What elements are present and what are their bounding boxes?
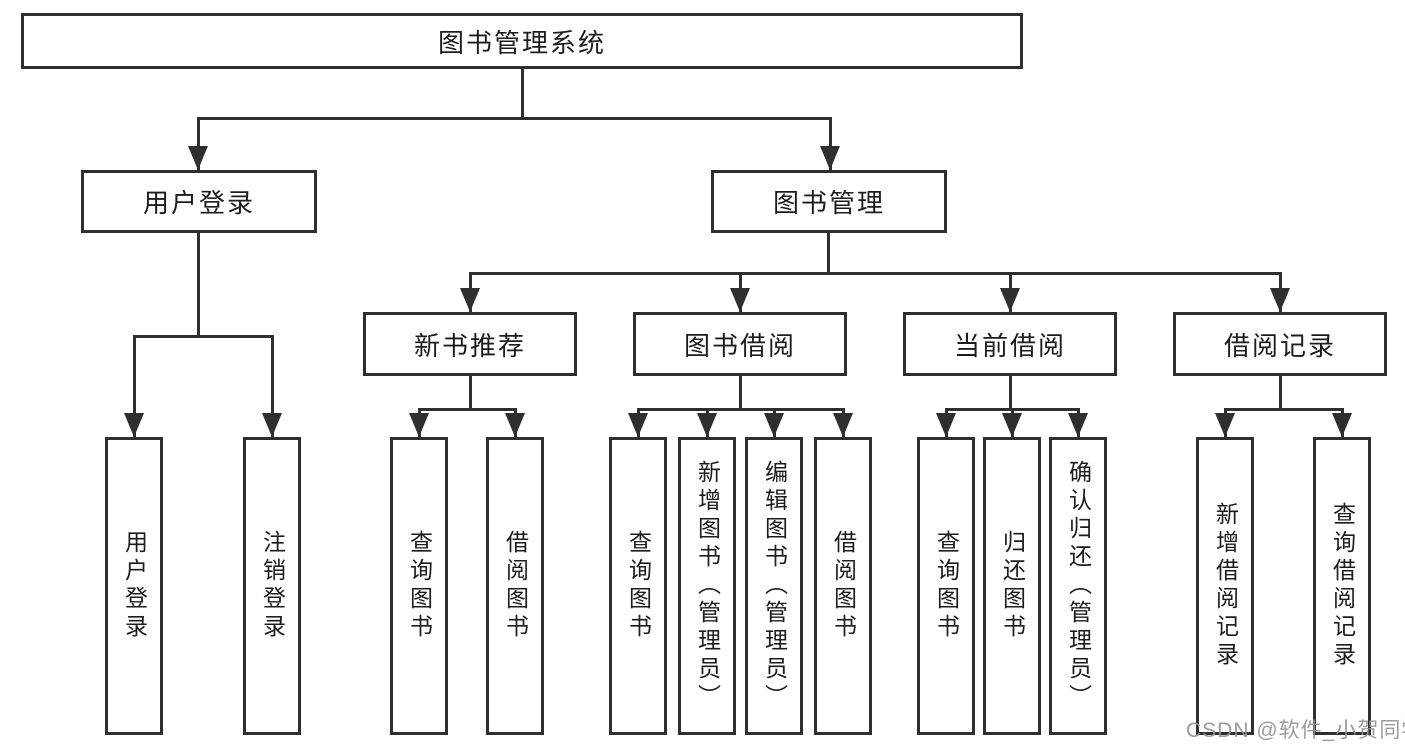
arrow-down bbox=[936, 413, 956, 437]
arrow-down bbox=[262, 413, 282, 437]
node-book-management: 图书管理 bbox=[711, 170, 947, 233]
node-label: 图书管理 bbox=[772, 188, 885, 218]
edge-line bbox=[1009, 376, 1012, 408]
arrow-down bbox=[1068, 413, 1088, 437]
leaf-bb-borrow-books: 借阅图书 bbox=[814, 437, 872, 735]
arrow-down bbox=[505, 413, 525, 437]
leaf-bb-add-books-admin: 新增图书（管理员） bbox=[678, 437, 736, 735]
node-label: 新增图书（管理员） bbox=[694, 460, 721, 712]
edge-line bbox=[197, 233, 200, 335]
node-label: 借阅图书 bbox=[830, 530, 857, 642]
edge-line bbox=[1279, 376, 1282, 408]
node-label: 确认归还（管理员） bbox=[1065, 460, 1092, 712]
arrow-down bbox=[820, 146, 840, 170]
node-label: 查询图书 bbox=[625, 530, 652, 642]
edge-line bbox=[197, 117, 200, 170]
node-label: 新增借阅记录 bbox=[1212, 502, 1239, 670]
arrow-down bbox=[697, 413, 717, 437]
leaf-br-query-record: 查询借阅记录 bbox=[1313, 437, 1371, 735]
edge-line bbox=[271, 335, 274, 437]
edge-line bbox=[521, 69, 524, 117]
arrow-down bbox=[1002, 413, 1022, 437]
csdn-watermark: CSDN @软件_小贺同学 bbox=[1186, 719, 1405, 742]
leaf-logout: 注销登录 bbox=[243, 437, 301, 735]
leaf-br-add-record: 新增借阅记录 bbox=[1196, 437, 1254, 735]
node-current-borrow: 当前借阅 bbox=[903, 312, 1117, 376]
arrow-down bbox=[1000, 288, 1020, 312]
arrow-down bbox=[833, 413, 853, 437]
arrow-down bbox=[764, 413, 784, 437]
edge-line bbox=[133, 335, 136, 437]
arrow-down bbox=[1215, 413, 1235, 437]
node-label: 借阅记录 bbox=[1223, 330, 1336, 361]
edge-line bbox=[637, 408, 845, 411]
node-label: 查询图书 bbox=[406, 530, 433, 642]
edge-line bbox=[197, 117, 832, 120]
leaf-cb-return-books: 归还图书 bbox=[983, 437, 1041, 735]
leaf-user-login: 用户登录 bbox=[105, 437, 163, 735]
arrow-down bbox=[1332, 413, 1352, 437]
edge-line bbox=[469, 272, 1281, 275]
arrow-down bbox=[628, 413, 648, 437]
node-book-borrow: 图书借阅 bbox=[633, 312, 847, 376]
edge-line bbox=[739, 376, 742, 408]
arrow-down bbox=[1270, 288, 1290, 312]
node-label: 新书推荐 bbox=[413, 330, 526, 361]
node-label: 注销登录 bbox=[259, 530, 286, 642]
arrow-down bbox=[188, 146, 208, 170]
edge-line bbox=[1224, 408, 1344, 411]
leaf-bb-edit-books-admin: 编辑图书（管理员） bbox=[745, 437, 803, 735]
leaf-cb-query-books: 查询图书 bbox=[917, 437, 975, 735]
arrow-down bbox=[124, 413, 144, 437]
arrow-down bbox=[730, 288, 750, 312]
node-label: 借阅图书 bbox=[502, 530, 529, 642]
leaf-nb-borrow-books: 借阅图书 bbox=[486, 437, 544, 735]
node-borrow-records: 借阅记录 bbox=[1173, 312, 1387, 376]
leaf-cb-confirm-return-admin: 确认归还（管理员） bbox=[1049, 437, 1107, 735]
arrow-down bbox=[409, 413, 429, 437]
edge-line bbox=[827, 233, 830, 272]
node-user-login-group: 用户登录 bbox=[81, 170, 317, 233]
edge-line bbox=[418, 408, 517, 411]
arrow-down bbox=[460, 288, 480, 312]
leaf-bb-query-books: 查询图书 bbox=[609, 437, 667, 735]
node-label: 图书管理系统 bbox=[437, 27, 606, 58]
node-label: 用户登录 bbox=[121, 530, 148, 642]
node-label: 当前借阅 bbox=[953, 330, 1066, 361]
node-label: 归还图书 bbox=[999, 530, 1026, 642]
leaf-nb-query-books: 查询图书 bbox=[390, 437, 448, 735]
node-label: 用户登录 bbox=[142, 188, 255, 218]
node-system-root: 图书管理系统 bbox=[21, 13, 1023, 69]
node-label: 图书借阅 bbox=[683, 330, 796, 361]
node-label: 查询图书 bbox=[933, 530, 960, 642]
edge-line bbox=[469, 376, 472, 408]
edge-line bbox=[829, 117, 832, 170]
node-label: 编辑图书（管理员） bbox=[761, 460, 788, 712]
edge-line bbox=[133, 335, 273, 338]
node-new-book-recommend: 新书推荐 bbox=[363, 312, 577, 376]
node-label: 查询借阅记录 bbox=[1329, 502, 1356, 670]
